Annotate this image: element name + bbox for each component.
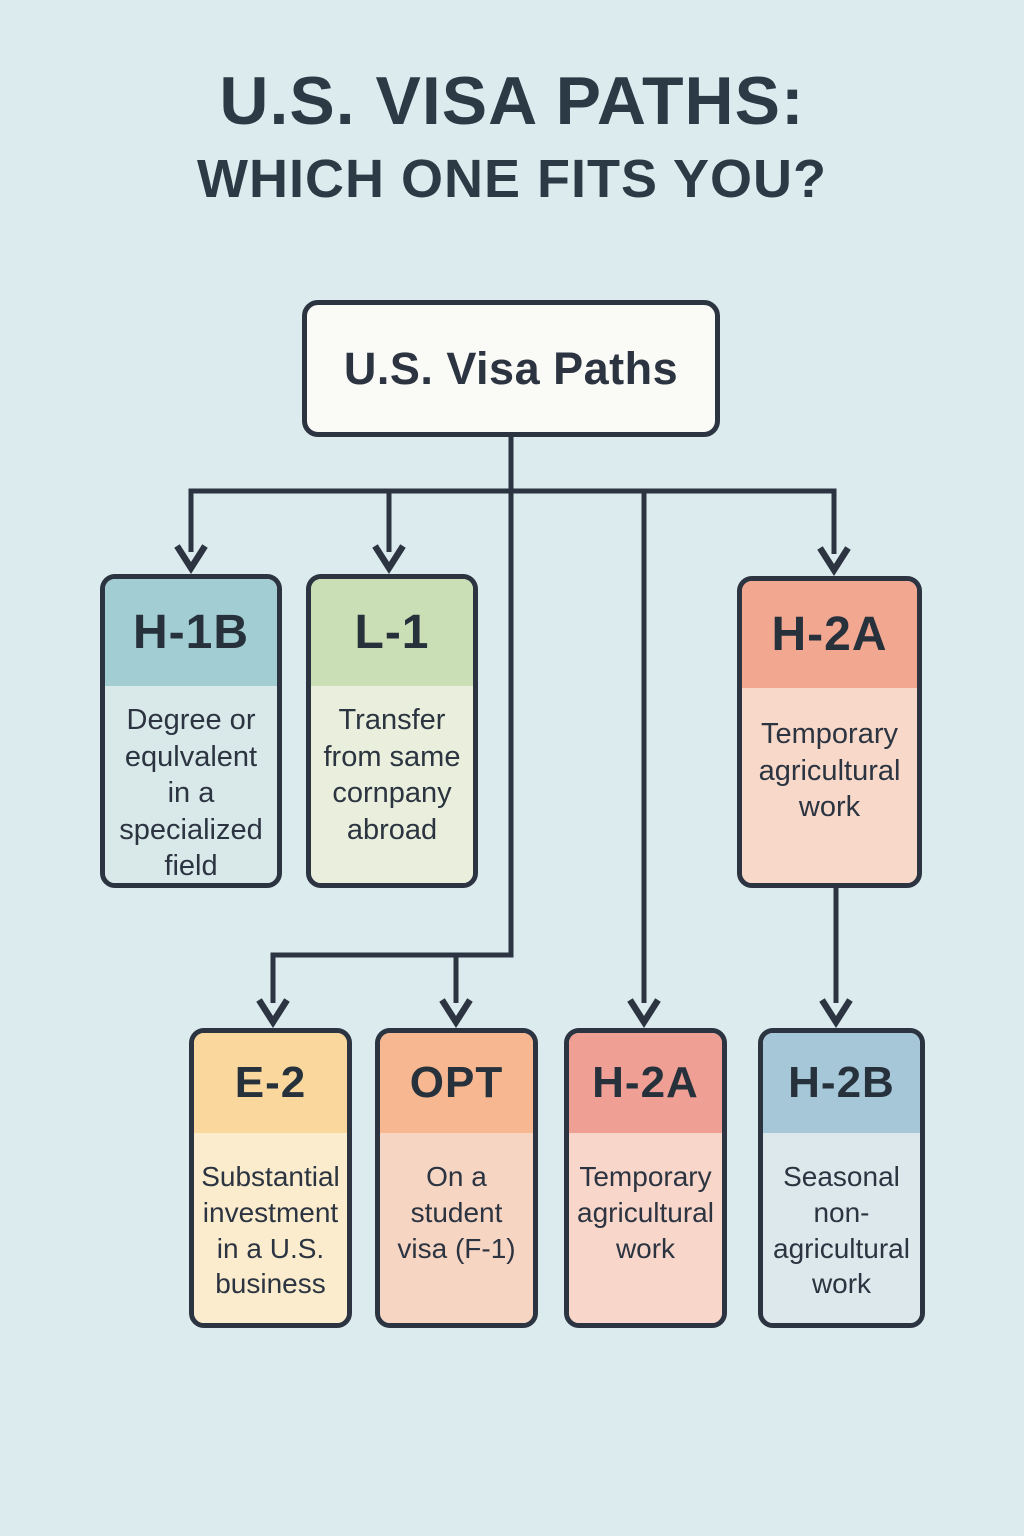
visa-card-l1-header: L-1 [311, 579, 473, 686]
arrow-down-icon [256, 998, 290, 1029]
visa-card-opt-header: OPT [380, 1033, 533, 1133]
visa-code: L-1 [354, 606, 430, 659]
root-node: U.S. Visa Paths [302, 300, 720, 437]
visa-card-h1b: H-1B Degree or equlvalent in a specializ… [100, 574, 282, 888]
visa-card-h2a-row1: H-2A Temporary agricultural work [737, 576, 922, 888]
visa-code: H-1B [132, 606, 249, 659]
visa-code: H-2A [592, 1058, 699, 1107]
visa-card-h2a-row2-header: H-2A [569, 1033, 722, 1133]
visa-card-h2a-row2: H-2A Temporary agricultural work [564, 1028, 727, 1328]
visa-card-h2b: H-2B Seasonal non- agricultural work [758, 1028, 925, 1328]
visa-description: Substantial investment in a U.S. busines… [194, 1133, 347, 1323]
arrow-down-icon [439, 998, 473, 1029]
page-title: U.S. VISA PATHS: [219, 63, 805, 139]
arrow-down-icon [819, 998, 853, 1029]
visa-description: Temporary agricultural work [742, 688, 917, 883]
visa-description: Degree or equlvalent in a specialized fi… [105, 686, 277, 883]
visa-card-l1: L-1 Transfer from same cornpany abroad [306, 574, 478, 888]
visa-card-h2b-header: H-2B [763, 1033, 920, 1133]
visa-code: H-2B [788, 1058, 895, 1107]
visa-card-h2a-row1-header: H-2A [742, 581, 917, 688]
arrow-down-icon [372, 544, 406, 575]
visa-card-e2-header: E-2 [194, 1033, 347, 1133]
visa-code: E-2 [234, 1058, 307, 1107]
title-block: U.S. VISA PATHS: WHICH ONE FITS YOU? [0, 63, 1024, 210]
arrow-down-icon [817, 546, 851, 577]
visa-card-opt: OPT On a student visa (F-1) [375, 1028, 538, 1328]
visa-code: H-2A [771, 608, 888, 661]
visa-description: Transfer from same cornpany abroad [311, 686, 473, 883]
visa-description: Temporary agricultural work [569, 1133, 722, 1323]
arrow-down-icon [174, 544, 208, 575]
visa-card-h1b-header: H-1B [105, 579, 277, 686]
page-subtitle: WHICH ONE FITS YOU? [196, 149, 827, 210]
visa-description: Seasonal non- agricultural work [763, 1133, 920, 1323]
root-node-label: U.S. Visa Paths [343, 342, 679, 394]
visa-card-e2: E-2 Substantial investment in a U.S. bus… [189, 1028, 352, 1328]
visa-description: On a student visa (F-1) [380, 1133, 533, 1323]
visa-code: OPT [409, 1058, 504, 1107]
arrow-down-icon [627, 998, 661, 1029]
